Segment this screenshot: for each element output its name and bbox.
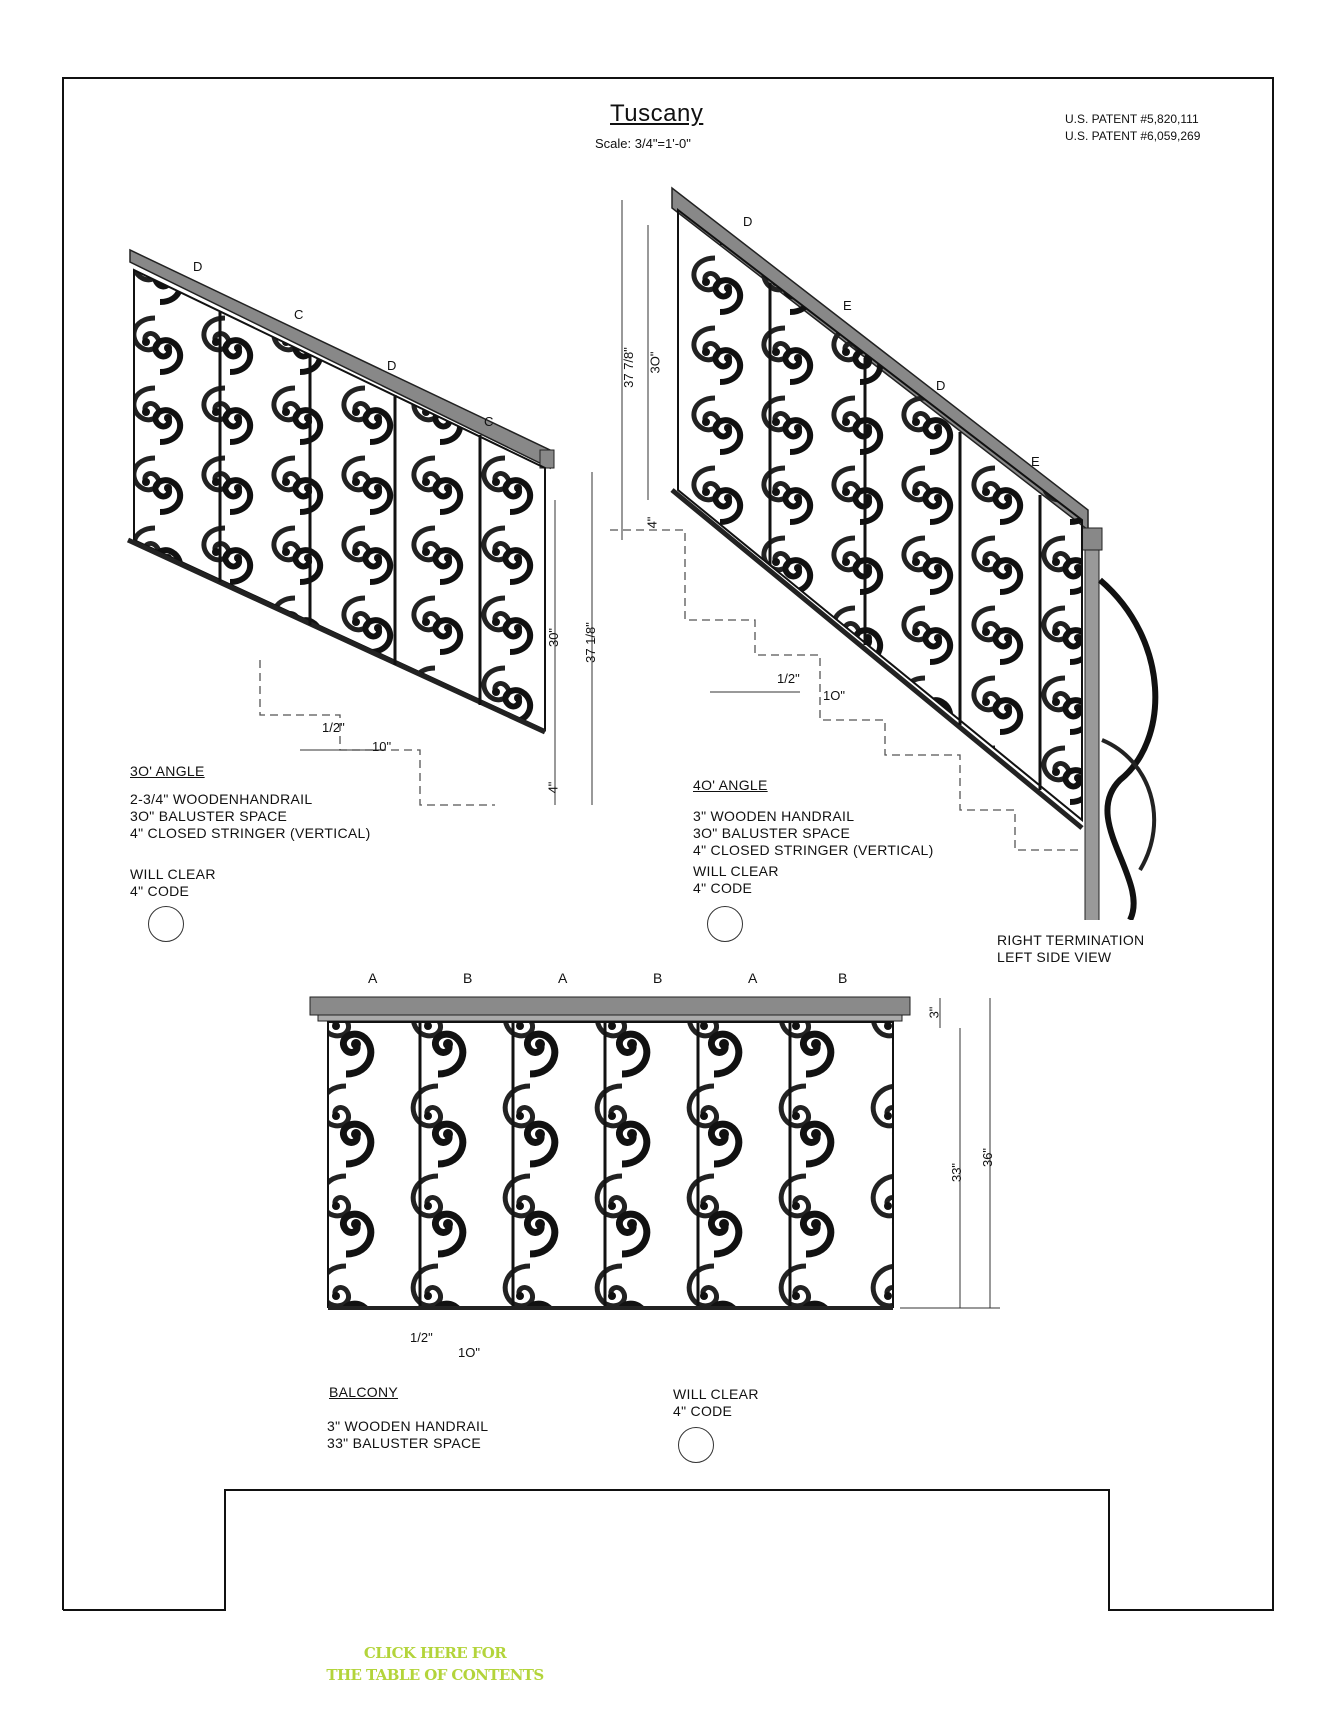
drawing-title: Tuscany <box>610 100 704 127</box>
balcony-spec-1: 3" WOODEN HANDRAIL <box>327 1418 489 1434</box>
stair30-label-d1: D <box>193 259 203 274</box>
patent-1: U.S. PATENT #5,820,111 <box>1065 112 1199 126</box>
stair30-dim-37: 37 1/8" <box>582 622 598 663</box>
stair40-dim-half: 1/2" <box>777 671 800 686</box>
stair40-label-d1: D <box>743 214 753 229</box>
balcony-code-2: 4" CODE <box>673 1403 733 1419</box>
balcony-dim-33: 33" <box>949 1162 965 1183</box>
stair30-dim-half: 1/2" <box>322 720 345 735</box>
stair40-code-2: 4" CODE <box>693 880 753 896</box>
toc-link-line-2: THE TABLE OF CONTENTS <box>326 1666 544 1684</box>
stair40-label-e2: E <box>1031 454 1040 469</box>
stair40-code-circle <box>707 906 743 942</box>
stair40-spec-3: 4" CLOSED STRINGER (VERTICAL) <box>693 842 934 858</box>
stair30-code-2: 4" CODE <box>130 883 190 899</box>
toc-link-line-1: CLICK HERE FOR <box>363 1644 507 1662</box>
table-of-contents-link[interactable]: CLICK HERE FOR THE TABLE OF CONTENTS <box>300 1642 570 1686</box>
stair30-dim-10: 10" <box>372 739 392 754</box>
termination-label-1: RIGHT TERMINATION <box>997 932 1145 948</box>
balcony-heading: BALCONY <box>329 1384 399 1400</box>
stair40-dim-4: 4" <box>644 516 660 529</box>
balcony-dim-3: 3" <box>926 1006 942 1019</box>
stair40-spec-1: 3" WOODEN HANDRAIL <box>693 808 855 824</box>
balcony-label-b1: B <box>463 970 473 986</box>
stair30-heading: 3O' ANGLE <box>130 763 205 779</box>
balcony-railing-drawing <box>309 996 1000 1310</box>
stair40-code-1: WILL CLEAR <box>693 863 779 879</box>
balcony-label-a1: A <box>368 970 378 986</box>
balcony-dim-10: 1O" <box>458 1345 480 1360</box>
stair30-code-1: WILL CLEAR <box>130 866 216 882</box>
drawing-scale: Scale: 3/4"=1'-0" <box>595 136 691 151</box>
stair30-label-c1: C <box>294 307 304 322</box>
stair30-spec-1: 2-3/4" WOODENHANDRAIL <box>130 791 313 807</box>
balcony-dim-half: 1/2" <box>410 1330 433 1345</box>
stair-railing-40-drawing <box>610 186 1159 920</box>
patent-2: U.S. PATENT #6,059,269 <box>1065 129 1201 143</box>
balcony-label-a3: A <box>748 970 758 986</box>
balcony-label-b2: B <box>653 970 663 986</box>
stair30-code-circle <box>148 906 184 942</box>
stair40-spec-2: 3O" BALUSTER SPACE <box>693 825 851 841</box>
termination-label-2: LEFT SIDE VIEW <box>997 949 1112 965</box>
balcony-code-circle <box>678 1427 714 1463</box>
stair40-dim-37: 37 7/8" <box>620 347 636 388</box>
stair30-dim-30: 30" <box>546 627 562 648</box>
stair30-dim-4: 4" <box>545 781 561 794</box>
stair30-spec-2: 3O" BALUSTER SPACE <box>130 808 288 824</box>
balcony-spec-2: 33" BALUSTER SPACE <box>327 1435 482 1451</box>
balcony-label-a2: A <box>558 970 568 986</box>
stair-railing-30-drawing <box>126 248 593 806</box>
balcony-label-b3: B <box>838 970 848 986</box>
stair40-label-e1: E <box>843 298 852 313</box>
stair40-label-d2: D <box>936 378 946 393</box>
stair40-heading: 4O' ANGLE <box>693 777 768 793</box>
stair40-dim-30: 3O" <box>647 351 663 374</box>
stair30-label-d2: D <box>387 358 397 373</box>
balcony-dim-36: 36" <box>980 1147 996 1168</box>
balcony-code-1: WILL CLEAR <box>673 1386 759 1402</box>
stair40-dim-10: 1O" <box>823 688 845 703</box>
stair30-label-c2: C <box>484 414 494 429</box>
stair30-spec-3: 4" CLOSED STRINGER (VERTICAL) <box>130 825 371 841</box>
